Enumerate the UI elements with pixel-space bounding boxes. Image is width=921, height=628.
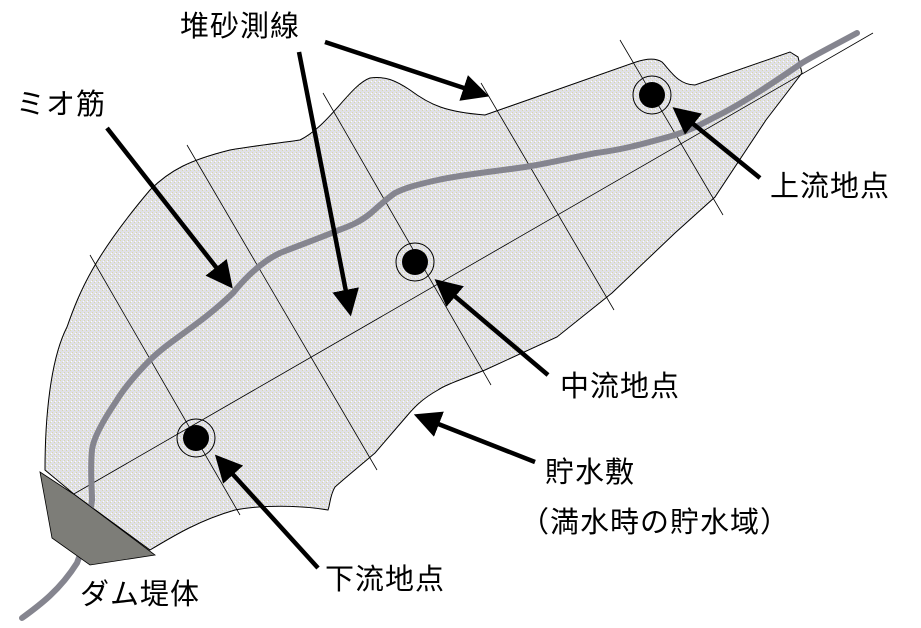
arrow-downstream [214,454,320,570]
cross-line-2 [186,144,378,471]
center-line [59,32,874,503]
reservoir-area [44,51,803,551]
reservoir-bed-label: 貯水敷 [545,455,636,489]
midstream-point-label: 中流地点 [560,369,681,403]
mio-channel-label: ミオ筋 [16,87,107,121]
arrow-survey-line-2 [296,51,359,317]
downstream-point-marker [176,418,216,458]
dam-body-label: ダム堤体 [80,577,201,611]
reservoir-note-label: （満水時の貯水域） [520,505,791,539]
downstream-point-label: 下流地点 [325,562,446,596]
arrow-survey-line-1 [324,39,490,101]
midstream-point-marker [395,242,435,282]
upstream-point-marker [632,75,672,115]
dam-body-shape [39,471,157,566]
arrow-mio-channel [105,126,233,289]
arrow-upstream [672,107,762,180]
cross-line-5 [619,39,724,216]
cross-line-4 [480,82,615,311]
arrow-midstream [434,279,550,377]
sediment-survey-line-label: 堆砂測線 [180,9,301,43]
arrow-reservoir-bed [413,411,536,465]
cross-line-3 [322,92,492,386]
upstream-point-label: 上流地点 [770,169,891,203]
